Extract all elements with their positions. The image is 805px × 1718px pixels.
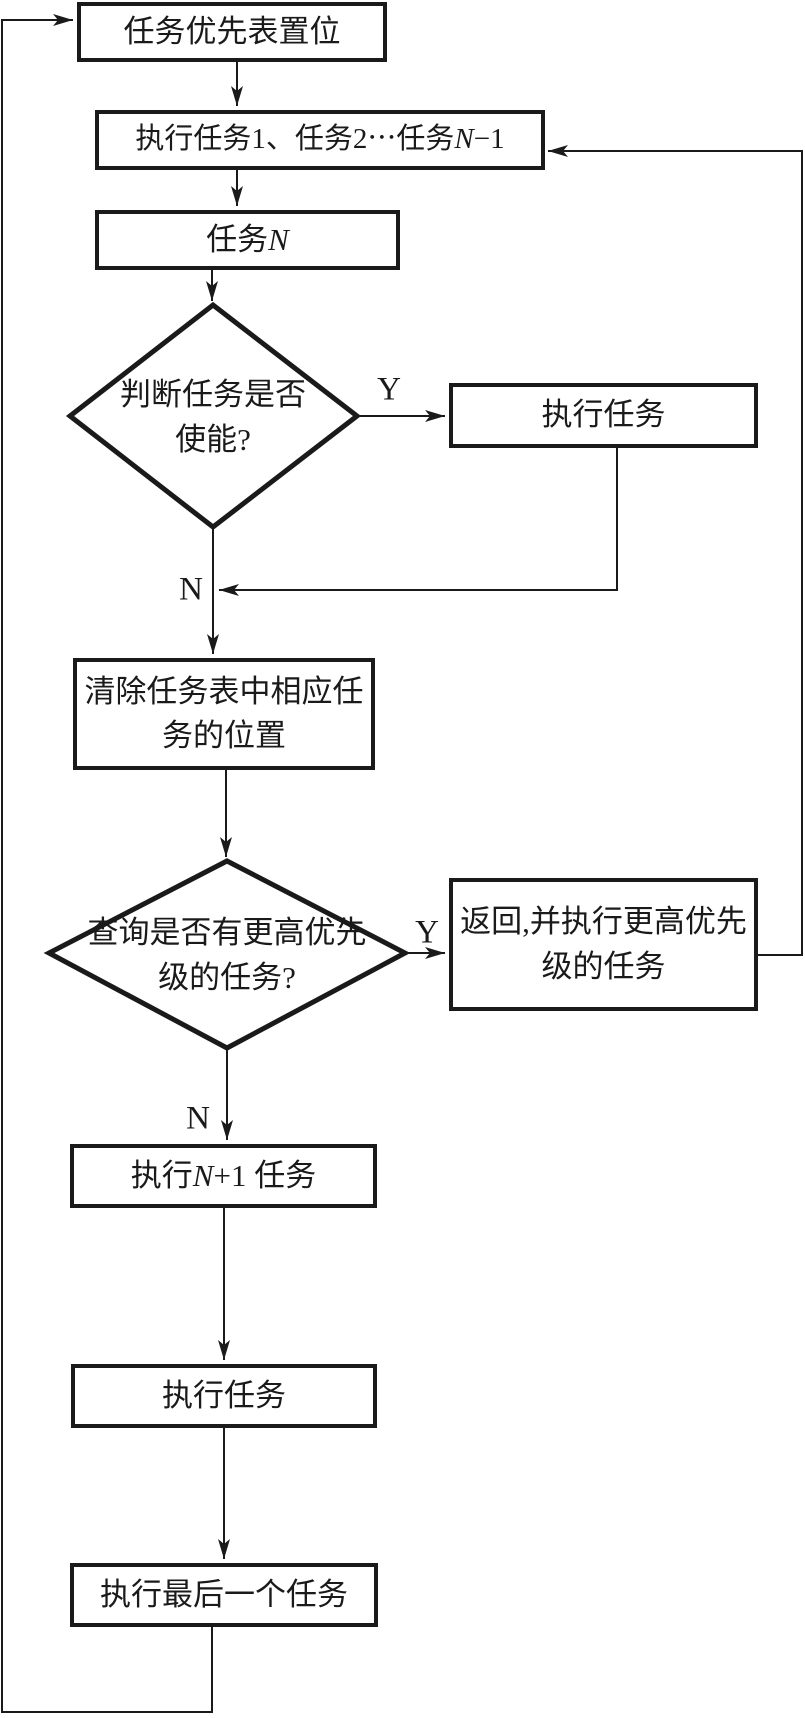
node-clear-task-table-label: 清除任务表中相应任 务的位置 (84, 673, 364, 753)
node-task-n-label: 任务N (206, 221, 289, 257)
branch-label-yes-2: Y (415, 914, 439, 951)
branch-label-no-2: N (186, 1100, 210, 1137)
decision-higher-priority-label: 查询是否有更高优先 级的任务? (87, 915, 367, 995)
node-exec-tasks-1-to-n-minus-1: 执行任务1、任务2⋯任务N−1 (95, 110, 545, 170)
node-exec-n-plus-1-task-label: 执行N+1 任务 (130, 1157, 317, 1193)
node-exec-last-task: 执行最后一个任务 (70, 1563, 378, 1627)
node-task-n: 任务N (95, 210, 400, 270)
node-exec-task: 执行任务 (71, 1364, 377, 1428)
node-clear-task-table: 清除任务表中相应任 务的位置 (73, 658, 375, 770)
node-exec-last-task-label: 执行最后一个任务 (100, 1576, 348, 1612)
branch-label-no-1: N (179, 571, 203, 608)
node-exec-tasks-1-to-n-minus-1-label: 执行任务1、任务2⋯任务N−1 (135, 123, 505, 156)
node-exec-n-plus-1-task: 执行N+1 任务 (70, 1144, 377, 1208)
branch-label-yes-1: Y (377, 371, 401, 408)
edge-exec-task-to-no-junction (219, 448, 618, 596)
node-exec-task-enabled-label: 执行任务 (541, 397, 666, 433)
edge-loop-left-to-set-table (1, 14, 213, 1713)
node-exec-task-label: 执行任务 (162, 1377, 286, 1413)
decision-task-enabled-label: 判断任务是否 使能? (120, 377, 306, 457)
node-set-priority-table-label: 任务优先表置位 (123, 13, 341, 49)
node-return-exec-higher-priority-label: 返回,并执行更高优先 级的任务 (460, 904, 747, 984)
node-return-exec-higher-priority: 返回,并执行更高优先 级的任务 (449, 878, 758, 1011)
edge-loop-right-return-to-exec-tasks (548, 145, 803, 956)
node-set-priority-table: 任务优先表置位 (77, 2, 387, 62)
node-exec-task-enabled: 执行任务 (449, 383, 758, 448)
